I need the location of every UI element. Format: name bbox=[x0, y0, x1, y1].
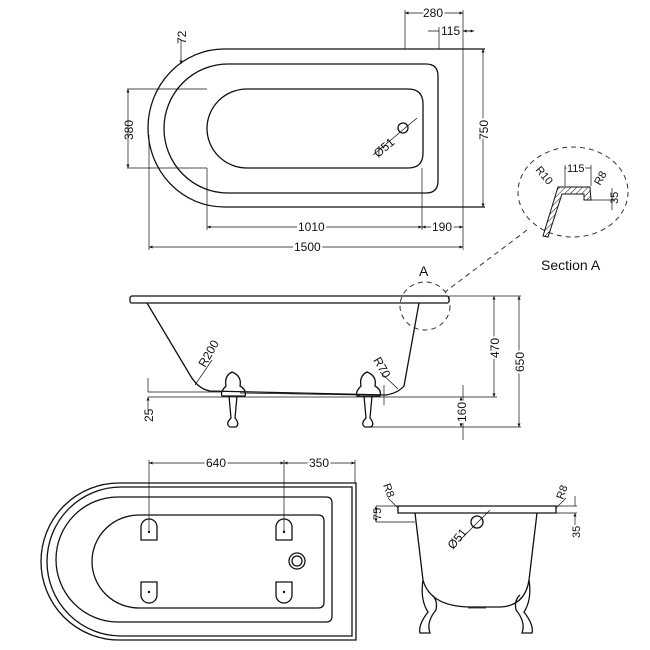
end-r8-right-leader bbox=[555, 497, 567, 509]
end-leg-right bbox=[514, 579, 533, 634]
dim-label-280: 280 bbox=[423, 6, 443, 20]
dim-label-1010: 1010 bbox=[298, 220, 325, 234]
end-r8-right-label: R8 bbox=[555, 484, 571, 501]
end-extension-lines bbox=[376, 505, 577, 523]
foot-pad bbox=[275, 518, 293, 541]
section-dim-115-label: 115 bbox=[567, 163, 585, 175]
waste-outlet-outer bbox=[288, 552, 306, 570]
waste-leader bbox=[372, 117, 418, 156]
base-lines bbox=[148, 391, 463, 398]
foot-pad bbox=[275, 581, 293, 604]
dim-label-650: 650 bbox=[513, 352, 527, 372]
end-bowl-profile bbox=[414, 512, 538, 608]
extension-lines bbox=[127, 10, 464, 250]
section-r8-label: R8 bbox=[592, 169, 609, 187]
section-leader-line bbox=[444, 229, 528, 293]
waste-outlet-inner bbox=[291, 555, 303, 567]
section-a-title: Section A bbox=[541, 257, 601, 273]
end-r8-left-leader bbox=[387, 497, 399, 509]
end-waste-diameter-label: Ø51 bbox=[445, 525, 471, 552]
foot-right bbox=[355, 371, 382, 428]
side-elevation-view: A R200 R70 470 650 160 25 bbox=[129, 263, 529, 440]
outer-rim-outline bbox=[147, 48, 485, 208]
dim-label-75: 75 bbox=[372, 508, 384, 520]
underside-plan-view: 640 350 bbox=[40, 454, 357, 641]
dim-label-72: 72 bbox=[175, 30, 189, 44]
dim-label-160: 160 bbox=[455, 402, 469, 422]
callout-a-label: A bbox=[419, 263, 429, 279]
end-waste-outlet bbox=[470, 515, 484, 529]
section-dim-35-line bbox=[591, 188, 615, 210]
foot-left bbox=[220, 371, 247, 428]
underside-rim-outline bbox=[46, 486, 353, 637]
section-r10-label: R10 bbox=[533, 164, 555, 187]
callout-a-circle bbox=[399, 281, 451, 331]
section-dim-115-line bbox=[564, 165, 592, 186]
foot-pad bbox=[140, 518, 158, 541]
bath-well-outline bbox=[206, 88, 424, 169]
section-a-circle bbox=[517, 146, 629, 238]
dim-label-380: 380 bbox=[122, 120, 136, 140]
end-waste-leader bbox=[459, 509, 491, 541]
dim-label-115: 115 bbox=[441, 24, 460, 38]
end-rim bbox=[397, 505, 557, 514]
r200-leader bbox=[194, 359, 213, 386]
dim-label-350: 350 bbox=[309, 456, 329, 470]
dim-label-1500: 1500 bbox=[294, 240, 321, 254]
bath-rim bbox=[129, 295, 450, 304]
foot-pads bbox=[140, 518, 293, 604]
underside-outer-outline bbox=[40, 482, 357, 641]
waste-outlet bbox=[397, 122, 409, 134]
bath-body-profile bbox=[146, 302, 420, 396]
dim-label-640: 640 bbox=[206, 456, 226, 470]
waste-diameter-label: Ø51 bbox=[371, 135, 398, 161]
end-elevation-view: Ø51 R8 R8 75 35 bbox=[372, 482, 583, 634]
inner-rim-outline bbox=[163, 63, 439, 194]
end-leg-left bbox=[419, 579, 438, 634]
dim-label-470: 470 bbox=[488, 338, 502, 358]
underside-middle-outline bbox=[55, 496, 333, 623]
foot-pad-dot bbox=[282, 590, 286, 594]
dim-label-190: 190 bbox=[432, 220, 452, 234]
section-dim-35-label: 35 bbox=[609, 192, 621, 204]
dim-label-35: 35 bbox=[571, 526, 583, 538]
foot-pad-dot bbox=[147, 590, 151, 594]
foot-pad bbox=[140, 581, 158, 604]
r70-leader bbox=[379, 371, 399, 390]
dim-label-25: 25 bbox=[142, 408, 156, 422]
section-profile bbox=[542, 186, 592, 238]
dim-label-750: 750 bbox=[477, 120, 491, 140]
section-a-detail: R10 115 R8 35 Section A bbox=[444, 146, 629, 293]
end-r8-left-label: R8 bbox=[380, 482, 396, 499]
side-extension-lines bbox=[370, 385, 521, 440]
top-plan-view: Ø51 380 750 1010 190 1500 280 115 72 bbox=[122, 4, 493, 256]
underside-extension-lines bbox=[148, 460, 356, 532]
underside-well-outline bbox=[91, 514, 325, 609]
